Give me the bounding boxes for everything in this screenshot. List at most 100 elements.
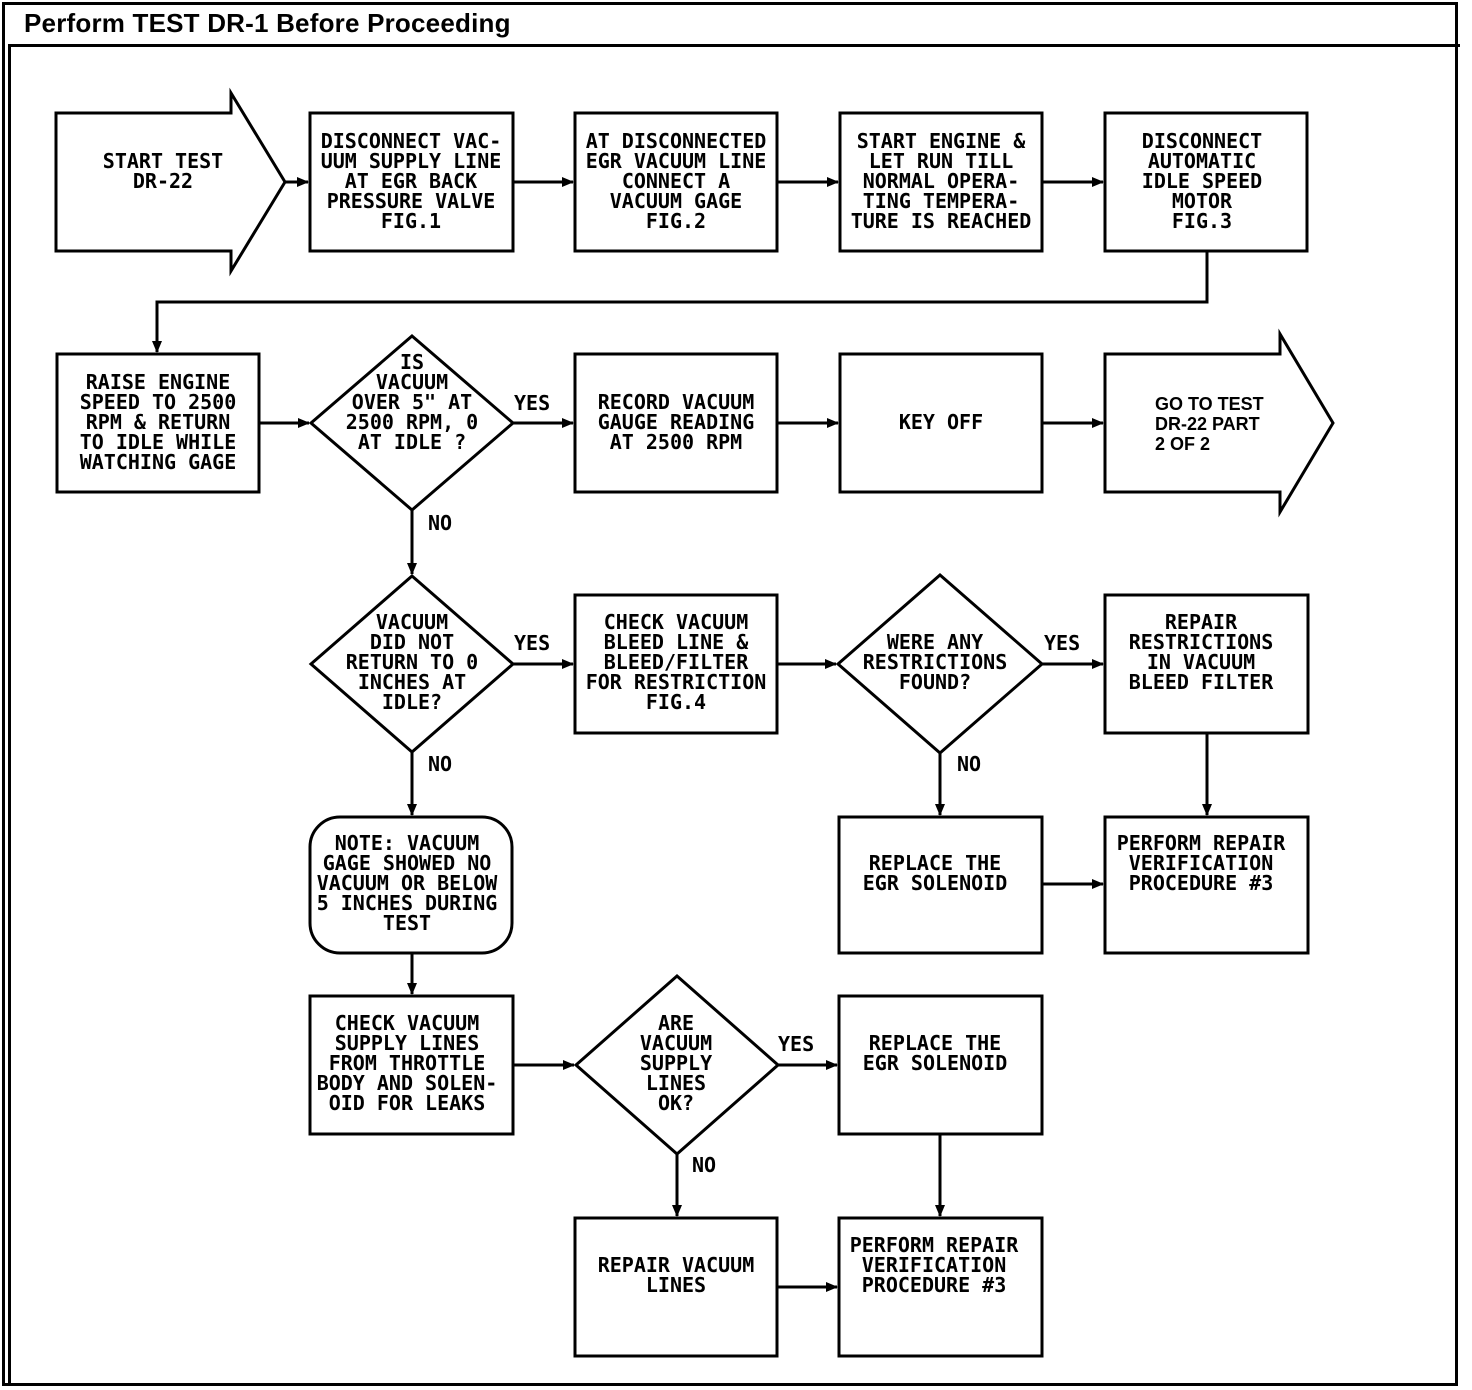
replace-solenoid-1-line: REPLACE THE — [869, 851, 1001, 875]
replace-solenoid-1-box — [837, 815, 1044, 955]
disconnect-idle-box — [1103, 111, 1309, 253]
is-vacuum-line: 2500 RPM, 0 — [346, 410, 478, 434]
are-lines-ok-line: SUPPLY — [640, 1051, 712, 1075]
record-vacuum-line: GAUGE READING — [598, 410, 755, 434]
check-bleed-line: FIG.4 — [646, 690, 706, 714]
header-divider — [10, 44, 1460, 47]
disconnect-vacuum-line: FIG.1 — [381, 209, 441, 233]
note-line: VACUUM OR BELOW — [317, 871, 499, 895]
disconnect-vacuum-line: AT EGR BACK — [345, 169, 477, 193]
verify-1-line: VERIFICATION — [1129, 851, 1274, 875]
raise-engine-line: TO IDLE WHILE — [80, 430, 237, 454]
note-line: TEST — [383, 911, 431, 935]
check-supply-line: FROM THROTTLE — [329, 1051, 486, 1075]
disconnect-idle-line: MOTOR — [1172, 189, 1233, 213]
start-line: DR-22 — [133, 169, 193, 193]
key-off-text: KEY OFF — [899, 410, 983, 434]
vacuum-not-return-line: INCHES AT — [358, 670, 466, 694]
start-shape — [54, 87, 287, 277]
were-restrictions-line: FOUND? — [899, 670, 971, 694]
replace-solenoid-2-line: REPLACE THE — [869, 1031, 1001, 1055]
connect-gage-line: AT DISCONNECTED — [586, 129, 767, 153]
are-lines-ok-line: LINES — [646, 1071, 706, 1095]
is-vacuum-line: AT IDLE ? — [358, 430, 466, 454]
record-vacuum-line: AT 2500 RPM — [610, 430, 742, 454]
vacuum-not-return-line: RETURN TO 0 — [346, 650, 478, 674]
are-lines-ok-line: VACUUM — [640, 1031, 712, 1055]
connect-gage-line: FIG.2 — [646, 209, 706, 233]
connect-gage-line: EGR VACUUM LINE — [586, 149, 767, 173]
disconnect-idle-line: IDLE SPEED — [1142, 169, 1262, 193]
goto-part2-line: DR-22 PART — [1155, 414, 1260, 434]
disconnect-vacuum-line: DISCONNECT VAC- — [321, 129, 502, 153]
start-engine-box — [838, 111, 1044, 253]
lines-ok-no-label: NO — [692, 1153, 716, 1177]
were-restrictions-line: RESTRICTIONS — [863, 650, 1008, 674]
raise-engine-line: RPM & RETURN — [86, 410, 231, 434]
raise-engine-line: RAISE ENGINE — [86, 370, 231, 394]
start-engine-line: TING TEMPERA- — [863, 189, 1020, 213]
check-bleed-line: FOR RESTRICTION — [586, 670, 767, 694]
are-lines-ok-line: ARE — [658, 1011, 694, 1035]
disconnect-vacuum-line: PRESSURE VALVE — [327, 189, 496, 213]
goto-part2-line: GO TO TEST — [1155, 394, 1264, 414]
raise-engine-line: SPEED TO 2500 — [80, 390, 237, 414]
replace-solenoid-2-line: EGR SOLENOID — [863, 1051, 1008, 1075]
connect-gage-line: CONNECT A — [622, 169, 730, 193]
repair-restrictions-line: REPAIR — [1165, 610, 1238, 634]
goto-part2-shape — [1103, 328, 1335, 518]
note-line: NOTE: VACUUM — [335, 831, 480, 855]
start-line: START TEST — [103, 149, 223, 173]
is-vacuum-yes-label: YES — [514, 391, 550, 415]
are-lines-ok-line: OK? — [658, 1091, 694, 1115]
vacuum-not-return-line: DID NOT — [370, 630, 454, 654]
verify-1-line: PROCEDURE #3 — [1129, 871, 1274, 895]
lines-ok-yes-label: YES — [778, 1032, 814, 1056]
not-return-yes-label: YES — [514, 631, 550, 655]
vacuum-not-return-line: VACUUM — [376, 610, 448, 634]
raise-engine-line: WATCHING GAGE — [80, 450, 237, 474]
verify-2-line: PROCEDURE #3 — [862, 1273, 1007, 1297]
replace-solenoid-1-line: EGR SOLENOID — [863, 871, 1008, 895]
note-line: GAGE SHOWED NO — [323, 851, 492, 875]
start-engine-line: TURE IS REACHED — [851, 209, 1032, 233]
repair-lines-box — [573, 1216, 779, 1358]
record-vacuum-box — [573, 352, 779, 494]
connect-gage-box — [573, 111, 779, 253]
check-supply-line: BODY AND SOLEN- — [317, 1071, 498, 1095]
replace-solenoid-2-box — [837, 994, 1044, 1136]
repair-restrictions-line: RESTRICTIONS — [1129, 630, 1274, 654]
start-engine-line: START ENGINE & — [857, 129, 1027, 153]
check-supply-line: CHECK VACUUM — [335, 1011, 480, 1035]
start-engine-line: LET RUN TILL — [869, 149, 1014, 173]
arrow-idle-to-raise — [152, 251, 1209, 353]
restrictions-yes-label: YES — [1044, 631, 1080, 655]
verify-2-line: VERIFICATION — [862, 1253, 1007, 1277]
vacuum-not-return-line: IDLE? — [382, 690, 442, 714]
key-off-box — [838, 352, 1044, 494]
connect-gage-line: VACUUM GAGE — [610, 189, 742, 213]
is-vacuum-no-label: NO — [428, 511, 452, 535]
check-bleed-line: CHECK VACUUM — [604, 610, 749, 634]
is-vacuum-line: IS — [400, 350, 424, 374]
note-line: 5 INCHES DURING — [317, 891, 498, 915]
